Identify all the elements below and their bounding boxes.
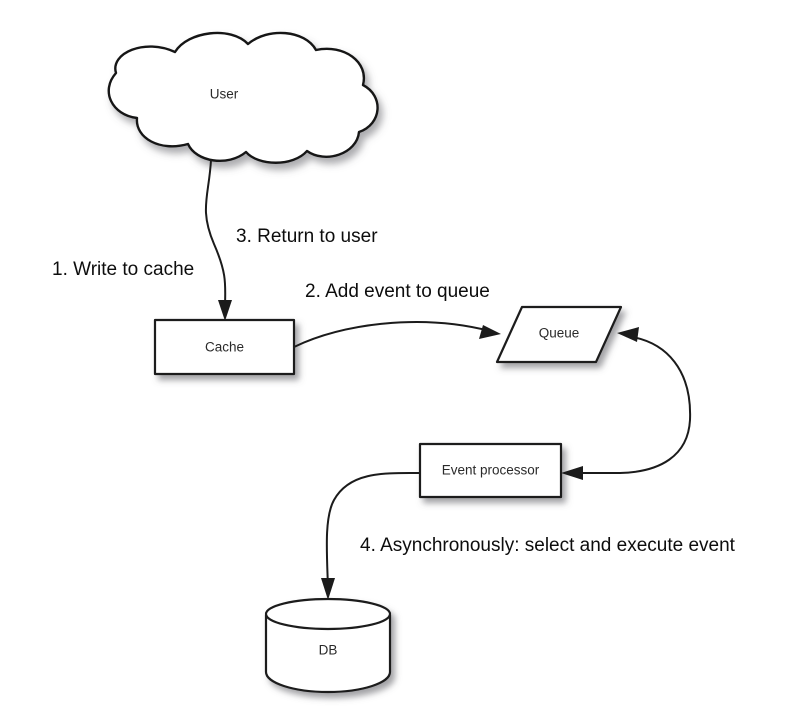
node-user[interactable]: User bbox=[107, 31, 379, 164]
queue-shape bbox=[495, 305, 623, 364]
cache-shape bbox=[153, 318, 296, 376]
step-label-1: 1. Write to cache bbox=[52, 259, 194, 280]
node-user-label: User bbox=[210, 87, 239, 102]
node-cache[interactable]: Cache bbox=[153, 318, 296, 376]
edge-cache-to-queue-path bbox=[293, 321, 491, 348]
edge-processor-to-queue bbox=[561, 327, 692, 480]
edge-processor-to-db-path bbox=[325, 471, 421, 589]
node-db-label: DB bbox=[319, 643, 338, 658]
db-body-shape bbox=[264, 613, 392, 694]
edge-cache-to-queue-arrowhead bbox=[479, 325, 501, 339]
edge-user-to-cache-arrowhead bbox=[218, 300, 232, 321]
node-event-processor[interactable]: Event processor bbox=[418, 442, 563, 499]
node-queue[interactable]: Queue bbox=[495, 305, 623, 364]
edge-processor-to-db-arrowhead bbox=[321, 578, 335, 600]
edge-cache-to-queue bbox=[293, 321, 501, 348]
edge-processor-to-queue-path bbox=[575, 335, 692, 474]
edge-processor-to-queue-arrowhead-processor bbox=[561, 466, 583, 480]
node-db[interactable]: DB bbox=[264, 597, 392, 694]
event-processor-shape bbox=[418, 442, 563, 499]
step-label-2: 2. Add event to queue bbox=[305, 281, 490, 302]
db-top-ellipse bbox=[264, 597, 392, 631]
node-queue-label: Queue bbox=[539, 326, 580, 341]
cloud-shape bbox=[107, 31, 379, 164]
edge-user-to-cache-path bbox=[204, 159, 227, 311]
edge-user-to-cache bbox=[204, 159, 232, 321]
node-event-processor-label: Event processor bbox=[442, 463, 540, 478]
step-label-3: 3. Return to user bbox=[236, 226, 378, 247]
edge-processor-to-db bbox=[321, 471, 421, 600]
edge-processor-to-queue-arrowhead-queue bbox=[617, 327, 639, 342]
step-label-4: 4. Asynchronously: select and execute ev… bbox=[360, 535, 736, 556]
node-cache-label: Cache bbox=[205, 340, 244, 355]
